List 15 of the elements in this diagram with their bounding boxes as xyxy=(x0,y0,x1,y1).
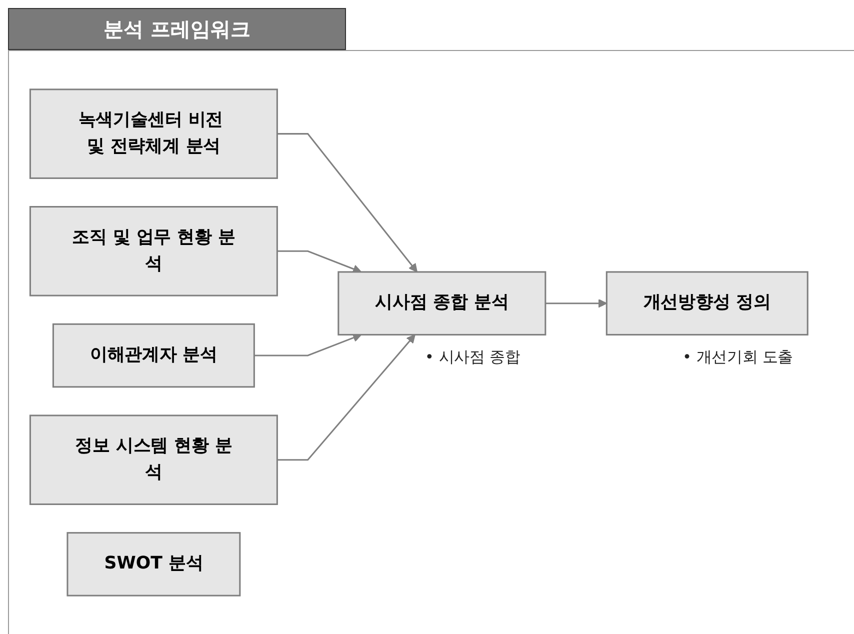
arrow xyxy=(277,250,362,274)
process-box: 이해관계자 분석 xyxy=(52,323,255,388)
title-banner: 분석 프레임워크 xyxy=(8,8,346,50)
arrow xyxy=(277,334,416,461)
arrow xyxy=(545,298,608,308)
process-box: 시사점 종합 분석 xyxy=(338,271,546,336)
bullet-note: • 시사점 종합 xyxy=(424,348,520,366)
arrow xyxy=(277,133,418,272)
process-box: 정보 시스템 현황 분석 xyxy=(29,414,278,506)
process-box: 녹색기술센터 비전 및 전략체계 분석 xyxy=(29,88,278,179)
process-box: SWOT 분석 xyxy=(66,532,241,596)
bullet-note: • 개선기회 도출 xyxy=(682,348,794,366)
process-box: 조직 및 업무 현황 분석 xyxy=(29,206,278,296)
arrow xyxy=(254,333,362,356)
process-box: 개선방향성 정의 xyxy=(606,271,808,336)
